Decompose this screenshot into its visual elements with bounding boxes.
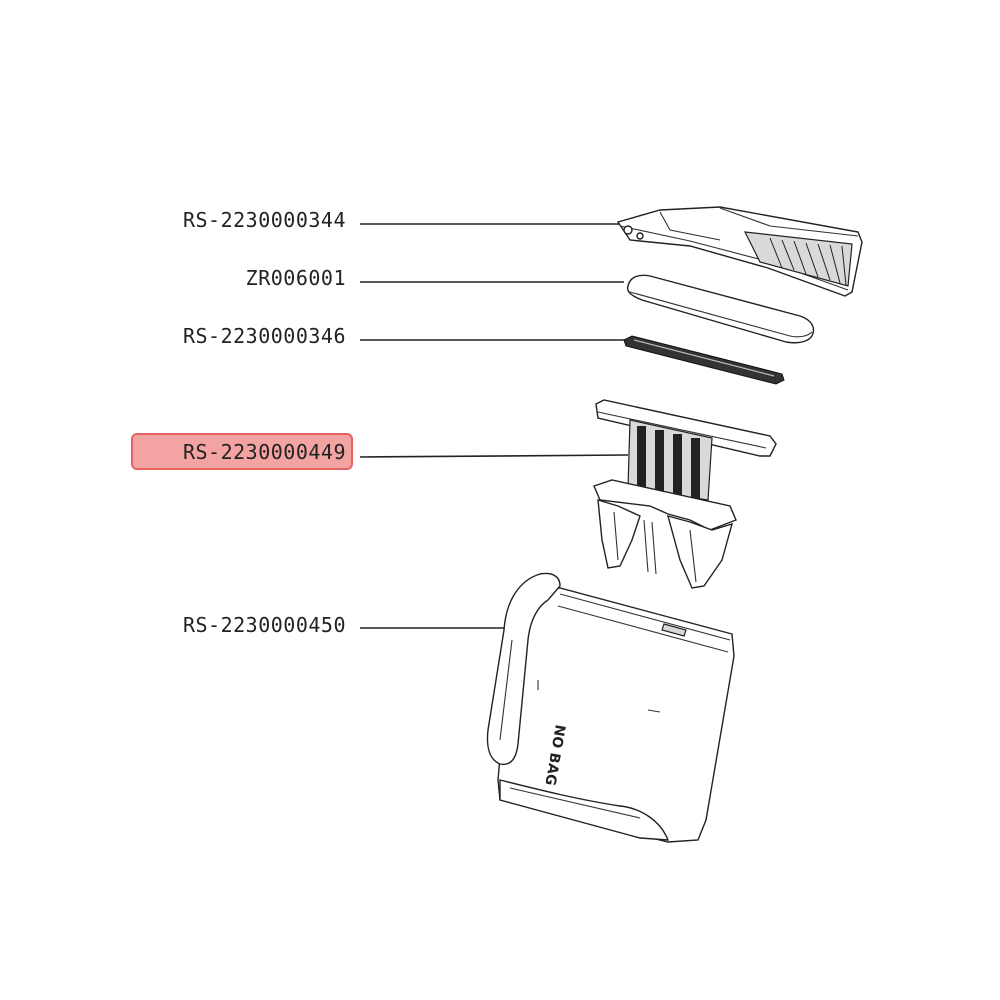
gasket-part[interactable] [623,335,785,385]
part-label-lid[interactable]: RS-2230000344 [182,208,346,232]
bin-part[interactable]: NO BAG [486,572,735,843]
filter-part[interactable] [593,399,777,589]
seal-part[interactable] [626,274,815,344]
leader-lines [359,223,629,629]
selected-part-highlight [131,433,353,470]
part-label-filter[interactable]: RS-2230000449 [182,440,346,464]
part-label-seal[interactable]: ZR006001 [245,266,346,290]
lid-part[interactable] [616,206,863,297]
part-label-bin[interactable]: RS-2230000450 [182,613,346,637]
part-label-gasket[interactable]: RS-2230000346 [182,324,346,348]
leader-line-filter [359,454,629,458]
